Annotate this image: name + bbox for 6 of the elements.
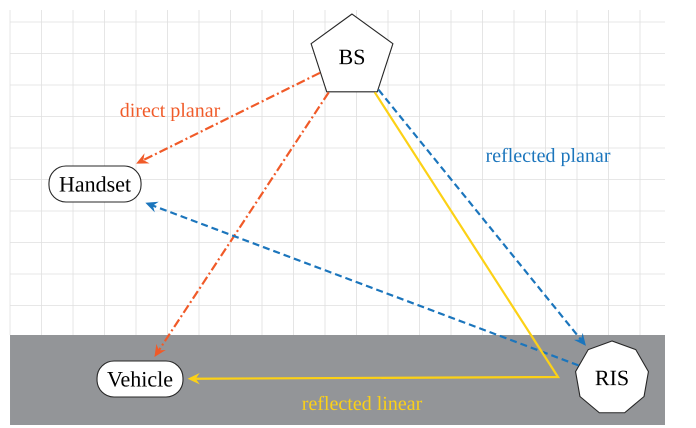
rounded-node: Handset xyxy=(48,165,142,203)
nonagon-node: RIS xyxy=(574,340,650,414)
edge-label: direct planar xyxy=(120,102,220,122)
rounded-node: Vehicle xyxy=(96,360,184,398)
edge-label: reflected planar xyxy=(486,148,610,166)
edge-label: reflected linear xyxy=(302,396,422,410)
